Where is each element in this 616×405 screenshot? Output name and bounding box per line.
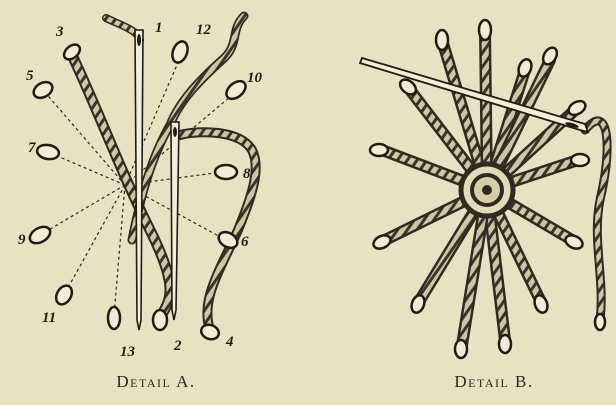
number-7: 7 bbox=[28, 140, 36, 156]
detail-a-drawing: 1 2 3 4 5 6 7 8 9 10 11 12 13 bbox=[18, 16, 263, 360]
number-10: 10 bbox=[247, 70, 263, 86]
cord-end-9 bbox=[27, 223, 53, 246]
cord-end-12 bbox=[170, 39, 191, 64]
number-2: 2 bbox=[173, 338, 182, 354]
number-8: 8 bbox=[243, 166, 251, 182]
centre-knot bbox=[461, 164, 513, 216]
cord-end-4 bbox=[199, 322, 221, 341]
number-13: 13 bbox=[120, 344, 136, 360]
number-11: 11 bbox=[42, 310, 56, 326]
cord-end-7 bbox=[36, 143, 60, 161]
cord-end-2 bbox=[153, 310, 167, 330]
number-4: 4 bbox=[225, 334, 234, 350]
number-12: 12 bbox=[196, 22, 212, 38]
number-1: 1 bbox=[155, 20, 163, 36]
cord-end-8 bbox=[215, 165, 237, 179]
number-6: 6 bbox=[241, 234, 249, 250]
caption-detail-a: Detail A. bbox=[56, 372, 256, 392]
needles bbox=[135, 30, 179, 330]
needle-b bbox=[360, 58, 588, 132]
cord-end-5 bbox=[31, 79, 55, 101]
cord-end-13 bbox=[108, 307, 120, 329]
number-9: 9 bbox=[18, 232, 26, 248]
cord-end-11 bbox=[53, 283, 75, 307]
caption-detail-b: Detail B. bbox=[394, 372, 594, 392]
cord-end-10 bbox=[223, 78, 249, 103]
number-5: 5 bbox=[26, 68, 34, 84]
number-3: 3 bbox=[55, 24, 64, 40]
detail-b-drawing bbox=[360, 20, 607, 358]
